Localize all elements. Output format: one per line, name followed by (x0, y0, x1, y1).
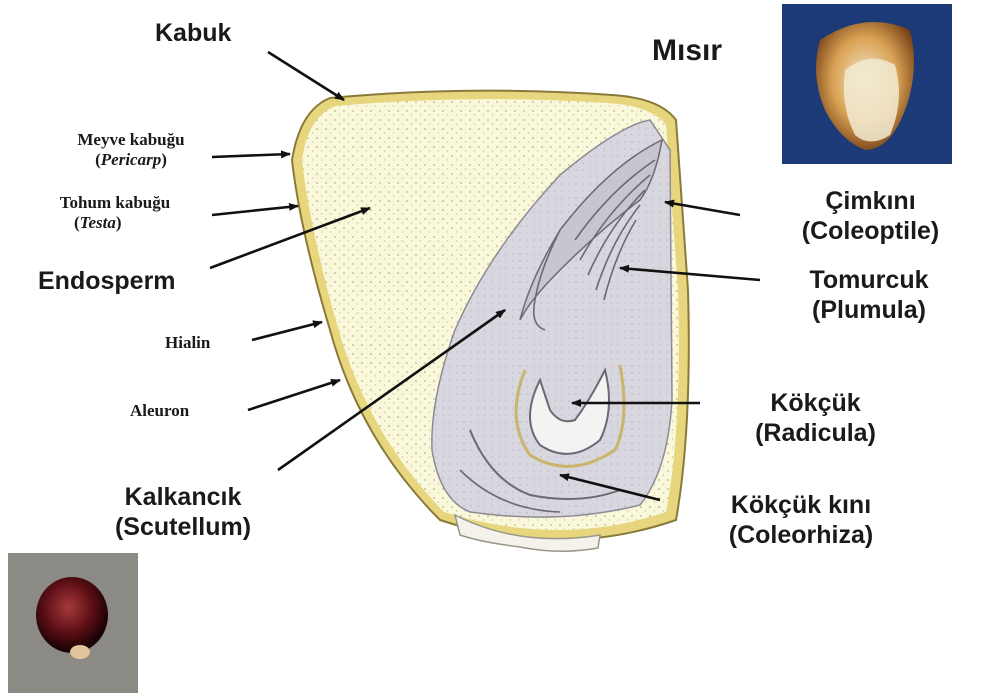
label-coleorhiza-tr: Kökçük kını (676, 490, 926, 520)
label-pericarp-tr: Meyve kabuğu (52, 130, 210, 150)
label-coleoptile-la: (Coleoptile) (758, 216, 983, 246)
label-coleorhiza-la: (Coleorhiza) (676, 520, 926, 550)
label-coleoptile-tr: Çimkını (758, 186, 983, 216)
arrow-aleuron (248, 380, 340, 410)
label-plumula-la: (Plumula) (764, 295, 974, 325)
label-scutellum-tr: Kalkancık (78, 482, 288, 512)
arrow-testa (212, 206, 298, 215)
label-radicula-la: (Radicula) (708, 418, 923, 448)
label-plumula-tr: Tomurcuk (764, 265, 974, 295)
title-misir: Mısır (652, 34, 722, 68)
arrow-pericarp (212, 154, 290, 157)
red-seed-photo (8, 553, 138, 693)
label-endosperm: Endosperm (38, 266, 176, 296)
label-aleuron: Aleuron (130, 401, 189, 421)
label-testa-la: Testa (80, 213, 116, 232)
label-plumula: Tomurcuk (Plumula) (764, 265, 974, 325)
arrow-kabuk (268, 52, 344, 100)
arrow-hialin (252, 322, 322, 340)
label-radicula: Kökçük (Radicula) (708, 388, 923, 448)
label-hialin: Hialin (165, 333, 210, 353)
label-testa: Tohum kabuğu (Testa) (32, 193, 198, 233)
label-testa-la-wrap: (Testa) (32, 213, 198, 233)
corn-kernel-photo (782, 4, 952, 164)
label-coleorhiza: Kökçük kını (Coleorhiza) (676, 490, 926, 550)
label-pericarp: Meyve kabuğu (Pericarp) (52, 130, 210, 170)
label-pericarp-la-wrap: (Pericarp) (52, 150, 210, 170)
label-radicula-tr: Kökçük (708, 388, 923, 418)
label-pericarp-la: Pericarp (101, 150, 161, 169)
label-testa-tr: Tohum kabuğu (32, 193, 198, 213)
label-coleoptile: Çimkını (Coleoptile) (758, 186, 983, 246)
label-scutellum: Kalkancık (Scutellum) (78, 482, 288, 542)
label-kabuk: Kabuk (155, 18, 231, 48)
label-scutellum-la: (Scutellum) (78, 512, 288, 542)
